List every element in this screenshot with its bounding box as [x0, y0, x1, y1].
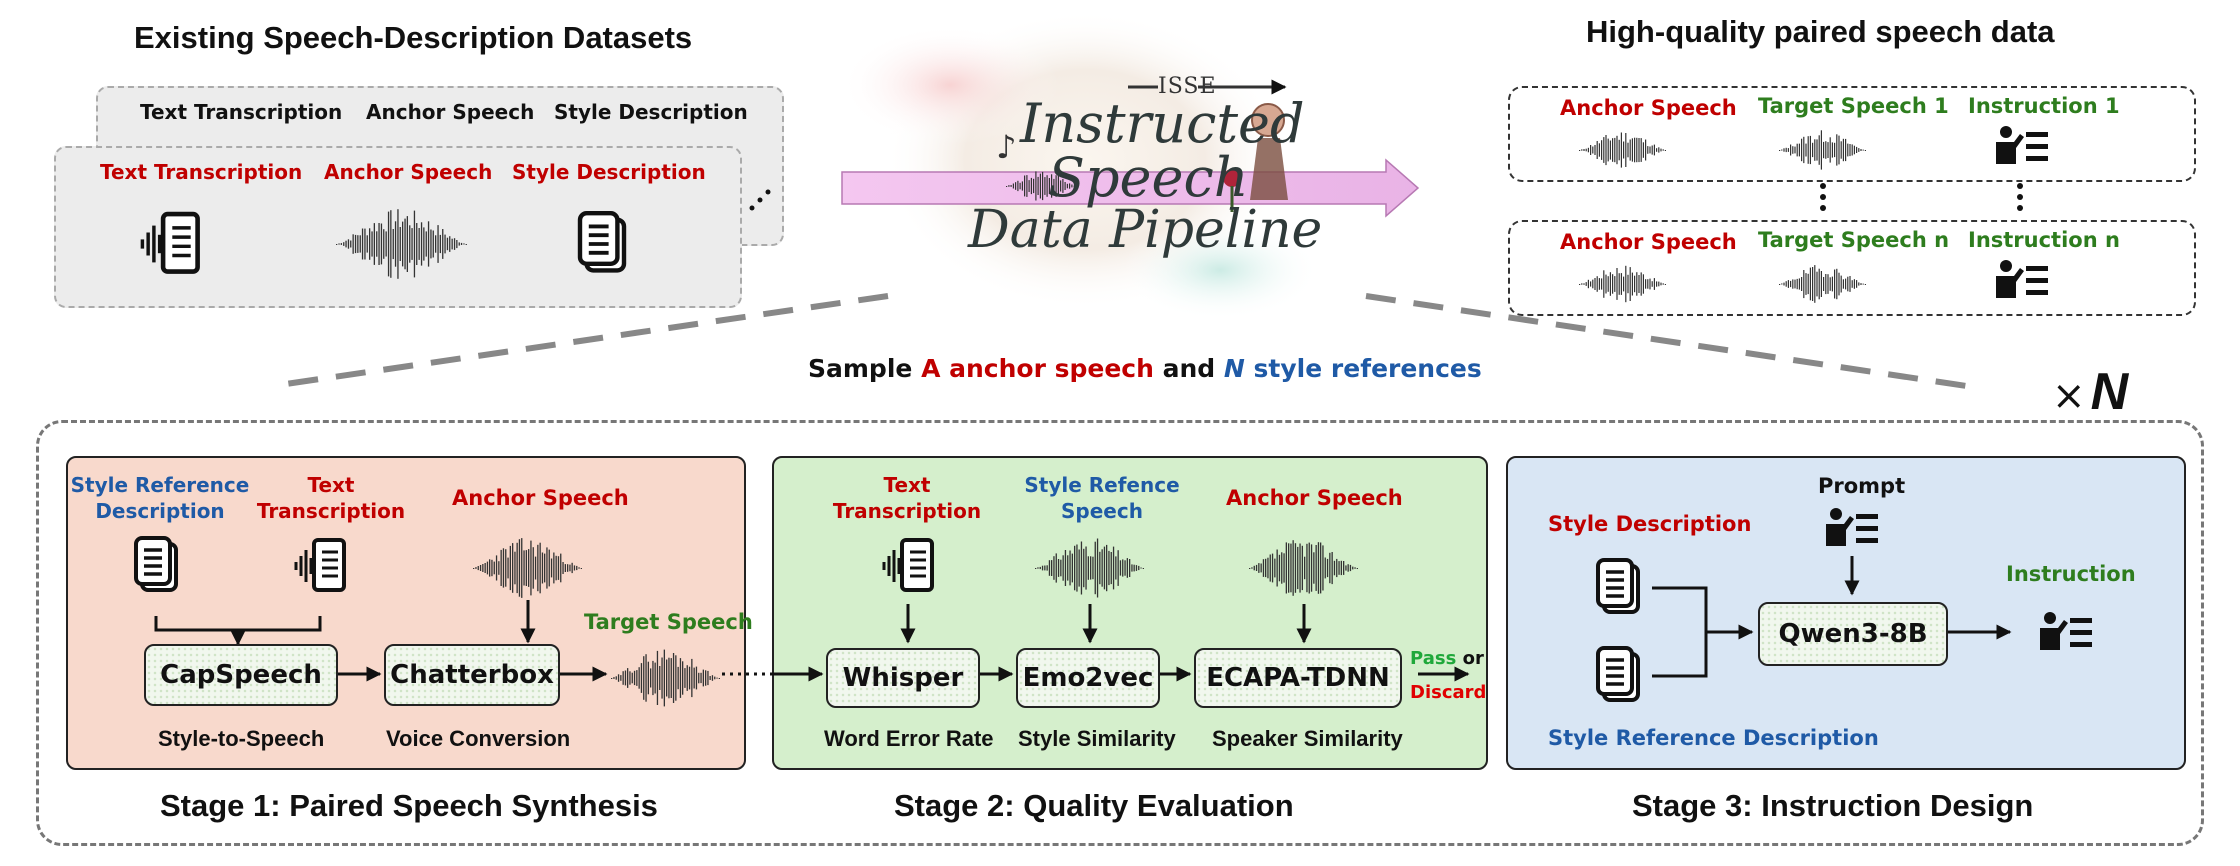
- front-card-style-description: Style Description: [512, 160, 706, 184]
- front-card-anchor-speech: Anchor Speech: [324, 160, 493, 184]
- chatterbox-box: Chatterbox: [384, 644, 560, 706]
- stage3-title: Stage 3: Instruction Design: [1632, 788, 2034, 823]
- ecapa-tdnn-box: ECAPA-TDNN: [1194, 648, 1402, 708]
- stage1-target-label: Target Speech: [584, 610, 753, 634]
- waveform-icon: [336, 209, 467, 279]
- waveform-icon: [611, 649, 720, 707]
- waveform-icon: [1579, 132, 1666, 168]
- stage3-instruction-label: Instruction: [2006, 562, 2136, 586]
- stage2-anchor-label: Anchor Speech: [1226, 486, 1403, 510]
- style-similarity-label: Style Similarity: [1018, 726, 1176, 751]
- waveform-icon: [1006, 171, 1077, 201]
- stage2-text-trans-label: Text Transcription: [832, 473, 982, 523]
- output-row-1-box: [1508, 86, 2196, 182]
- or-text: or: [1462, 648, 1484, 669]
- output-row1-target: Target Speech 1: [1758, 94, 1949, 118]
- output-row2-instruction: Instruction n: [1968, 228, 2120, 252]
- stage3-style-desc-label: Style Description: [1548, 512, 1752, 536]
- stage3-prompt-label: Prompt: [1818, 474, 1906, 498]
- stage2-box: [772, 456, 1488, 770]
- high-quality-title: High-quality paired speech data: [1586, 14, 2055, 49]
- times-symbol: ×: [2052, 373, 2086, 419]
- back-card-text-transcription: Text Transcription: [140, 100, 343, 124]
- waveform-icon: [1249, 540, 1358, 596]
- output-row1-anchor: Anchor Speech: [1560, 96, 1737, 120]
- whisper-box: Whisper: [826, 648, 980, 708]
- waveform-icon: [1035, 538, 1144, 598]
- times-n-letter: N: [2090, 363, 2129, 421]
- logo-line2: Speech: [1048, 146, 1249, 209]
- output-row1-instruction: Instruction 1: [1968, 94, 2120, 118]
- logo-isse: ISSE: [1158, 74, 1217, 99]
- pass-or-label: Pass or: [1410, 648, 1484, 669]
- capspeech-box: CapSpeech: [144, 644, 338, 706]
- stage1-anchor-label: Anchor Speech: [452, 486, 629, 510]
- stage2-style-ref-label: Style Refence Speech: [1024, 473, 1180, 523]
- pass-text: Pass: [1410, 648, 1457, 669]
- logo-line3: Data Pipeline: [968, 200, 1323, 260]
- sample-line: Sample A anchor speech and N style refer…: [808, 354, 1482, 383]
- voice-conversion-label: Voice Conversion: [386, 726, 571, 751]
- output-row2-target: Target Speech n: [1758, 228, 1950, 252]
- back-card-style-description: Style Description: [554, 100, 748, 124]
- discard-label: Discard: [1410, 682, 1487, 703]
- front-card-text-transcription: Text Transcription: [100, 160, 303, 184]
- times-n: × N: [2052, 362, 2128, 422]
- waveform-icon: [473, 538, 582, 598]
- stage1-style-ref-label: Style Reference Description: [70, 473, 250, 523]
- waveform-icon: [1579, 265, 1666, 303]
- pipeline-outer-box: [36, 420, 2204, 846]
- speaker-similarity-label: Speaker Similarity: [1212, 726, 1403, 751]
- stage1-box: [66, 456, 746, 770]
- qwen3-8b-box: Qwen3-8B: [1758, 602, 1948, 666]
- logo-line1: Instructed: [1020, 92, 1305, 155]
- emo2vec-box: Emo2vec: [1016, 648, 1160, 708]
- stage1-title: Stage 1: Paired Speech Synthesis: [160, 788, 658, 823]
- existing-datasets-title: Existing Speech-Description Datasets: [134, 20, 693, 55]
- sample-p1: Sample: [808, 354, 922, 383]
- sample-p4: N: [1223, 354, 1245, 383]
- stage3-style-ref-desc-label: Style Reference Description: [1548, 726, 1879, 750]
- sample-p2: A anchor speech: [921, 354, 1154, 383]
- back-card-anchor-speech: Anchor Speech: [366, 100, 535, 124]
- output-row-2-box: [1508, 220, 2196, 316]
- sample-p5: style references: [1244, 354, 1482, 383]
- sample-p3: and: [1153, 354, 1224, 383]
- stage1-text-trans-label: Text Transcription: [256, 473, 406, 523]
- word-error-rate-label: Word Error Rate: [824, 726, 994, 751]
- svg-text:♪: ♪: [996, 128, 1016, 166]
- waveform-icon: [1779, 130, 1866, 170]
- output-row2-anchor: Anchor Speech: [1560, 230, 1737, 254]
- style-to-speech-label: Style-to-Speech: [158, 726, 325, 751]
- stage2-title: Stage 2: Quality Evaluation: [894, 788, 1294, 823]
- waveform-icon: [1779, 265, 1866, 303]
